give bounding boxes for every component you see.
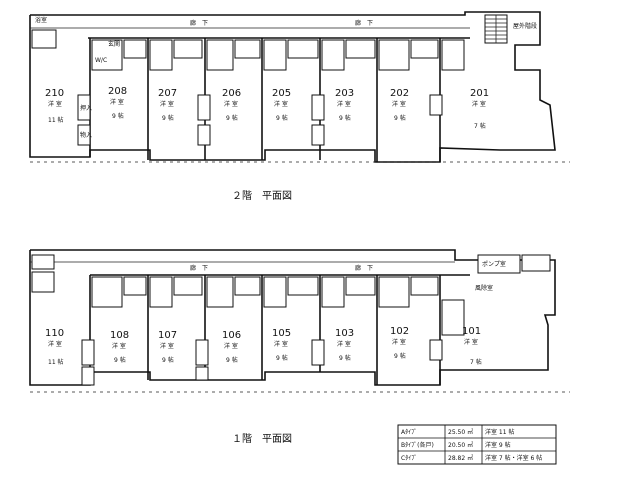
floor2-room-208: 208 洋 室 9 帖 bbox=[108, 86, 127, 120]
room-area: 9 帖 bbox=[394, 114, 406, 122]
room-area: 9 帖 bbox=[276, 114, 288, 122]
room-number: 202 bbox=[390, 88, 409, 99]
room-area: 9 帖 bbox=[162, 114, 174, 122]
floor1-room-106: 106 洋 室 9 帖 bbox=[222, 330, 241, 364]
room-type: 洋 室 bbox=[274, 100, 288, 108]
room-number: 108 bbox=[110, 330, 129, 341]
room-type: 洋 室 bbox=[112, 342, 126, 350]
floor2-room-206: 206 洋 室 9 帖 bbox=[222, 88, 241, 122]
floor1-extra-label: 風除室 bbox=[475, 284, 493, 292]
room-area: 9 帖 bbox=[112, 112, 124, 120]
room-number: 101 bbox=[462, 326, 481, 337]
floor2-room-205: 205 洋 室 9 帖 bbox=[272, 88, 291, 122]
legend-size: 20.50 ㎡ bbox=[448, 441, 473, 449]
room-number: 210 bbox=[45, 88, 64, 99]
area-legend-table: Aﾀｲﾌﾟ 25.50 ㎡ 洋室 11 帖 Bﾀｲﾌﾟ(各戸) 20.50 ㎡ … bbox=[397, 424, 557, 465]
room-type: 洋 室 bbox=[48, 100, 62, 108]
floor1-room-107: 107 洋 室 9 帖 bbox=[158, 330, 177, 364]
floor1-corridor-label: 廊 下 bbox=[190, 264, 208, 272]
room-area: 11 帖 bbox=[48, 358, 64, 366]
legend-type: Cﾀｲﾌﾟ bbox=[401, 455, 417, 462]
room-type: 洋 室 bbox=[472, 100, 486, 108]
floor2-room-207: 207 洋 室 9 帖 bbox=[158, 88, 177, 122]
floor2-closets bbox=[77, 94, 443, 146]
floor2-room-203: 203 洋 室 9 帖 bbox=[335, 88, 354, 122]
room-number: 208 bbox=[108, 86, 127, 97]
floor1-title: １階 平面図 bbox=[232, 433, 292, 445]
floor2-corridor-label: 廊 下 bbox=[355, 19, 373, 27]
room-type: 洋 室 bbox=[337, 100, 351, 108]
room-number: 105 bbox=[272, 328, 291, 339]
floor2-stair bbox=[484, 14, 508, 44]
floor1-plan bbox=[29, 249, 570, 393]
room-number: 110 bbox=[45, 328, 64, 339]
floor2-plan bbox=[29, 11, 570, 163]
room-number: 203 bbox=[335, 88, 354, 99]
floor2-room-202: 202 洋 室 9 帖 bbox=[390, 88, 409, 122]
room-number: 106 bbox=[222, 330, 241, 341]
legend-type: Bﾀｲﾌﾟ(各戸) bbox=[401, 441, 434, 449]
closet-label: 物入 bbox=[80, 131, 92, 139]
room-number: 107 bbox=[158, 330, 177, 341]
legend-type: Aﾀｲﾌﾟ bbox=[401, 429, 417, 436]
entry-label: 玄関 bbox=[108, 40, 120, 48]
floor1-pump bbox=[477, 254, 551, 274]
room-type: 洋 室 bbox=[160, 342, 174, 350]
floor2-outer-wall bbox=[29, 11, 556, 163]
room-area: 9 帖 bbox=[162, 356, 174, 364]
floor1-wet-areas bbox=[31, 254, 465, 336]
room-type: 洋 室 bbox=[224, 100, 238, 108]
legend-size: 25.50 ㎡ bbox=[448, 428, 473, 436]
floor1-room-102: 102 洋 室 9 帖 bbox=[390, 326, 409, 360]
room-area: 9 帖 bbox=[226, 114, 238, 122]
room-type: 洋 室 bbox=[392, 100, 406, 108]
legend-desc: 洋室 7 帖・洋室 6 帖 bbox=[485, 454, 542, 462]
room-area: 11 帖 bbox=[48, 116, 64, 124]
legend-desc: 洋室 9 帖 bbox=[485, 441, 511, 449]
room-type: 洋 室 bbox=[274, 340, 288, 348]
room-area: 9 帖 bbox=[339, 354, 351, 362]
wc-label: W/C bbox=[95, 57, 107, 64]
room-area: 9 帖 bbox=[276, 354, 288, 362]
floor1-room-103: 103 洋 室 9 帖 bbox=[335, 328, 354, 362]
room-number: 205 bbox=[272, 88, 291, 99]
floor1-closets bbox=[81, 339, 443, 386]
floor1-room-105: 105 洋 室 9 帖 bbox=[272, 328, 291, 362]
floor1-pump-label: ポンプ室 bbox=[482, 260, 506, 268]
room-number: 103 bbox=[335, 328, 354, 339]
floor1-corridor-label: 廊 下 bbox=[355, 264, 373, 272]
room-area: 7 帖 bbox=[470, 358, 482, 366]
room-type: 洋 室 bbox=[110, 98, 124, 106]
floor2-wet-areas bbox=[31, 29, 465, 71]
storage-label: 押入 bbox=[80, 104, 92, 112]
room-area: 9 帖 bbox=[226, 356, 238, 364]
room-number: 206 bbox=[222, 88, 241, 99]
floor2-title: ２階 平面図 bbox=[232, 190, 292, 202]
legend-desc: 洋室 11 帖 bbox=[485, 428, 514, 436]
floor1-room-110: 110 洋 室 11 帖 bbox=[45, 328, 64, 366]
room-type: 洋 室 bbox=[392, 338, 406, 346]
floor2-corridor-label: 廊 下 bbox=[190, 19, 208, 27]
floor1-room-108: 108 洋 室 9 帖 bbox=[110, 330, 129, 364]
room-area: 9 帖 bbox=[114, 356, 126, 364]
floor2-room-201: 201 洋 室 7 帖 bbox=[470, 88, 489, 130]
room-type: 洋 室 bbox=[464, 338, 478, 346]
room-area: 9 帖 bbox=[394, 352, 406, 360]
room-type: 洋 室 bbox=[224, 342, 238, 350]
room-number: 201 bbox=[470, 88, 489, 99]
legend-size: 28.82 ㎡ bbox=[448, 454, 473, 462]
room-number: 207 bbox=[158, 88, 177, 99]
room-area: 7 帖 bbox=[474, 122, 486, 130]
room-number: 102 bbox=[390, 326, 409, 337]
room-type: 洋 室 bbox=[160, 100, 174, 108]
room-area: 9 帖 bbox=[339, 114, 351, 122]
floor2-stair-label: 屋外階段 bbox=[513, 22, 537, 30]
room-type: 洋 室 bbox=[337, 340, 351, 348]
room-type: 洋 室 bbox=[48, 340, 62, 348]
floor1-room-101: 101 洋 室 7 帖 bbox=[462, 326, 482, 366]
floor2-room-210: 210 洋 室 11 帖 bbox=[45, 88, 64, 124]
bath-label: 浴室 bbox=[35, 16, 47, 24]
